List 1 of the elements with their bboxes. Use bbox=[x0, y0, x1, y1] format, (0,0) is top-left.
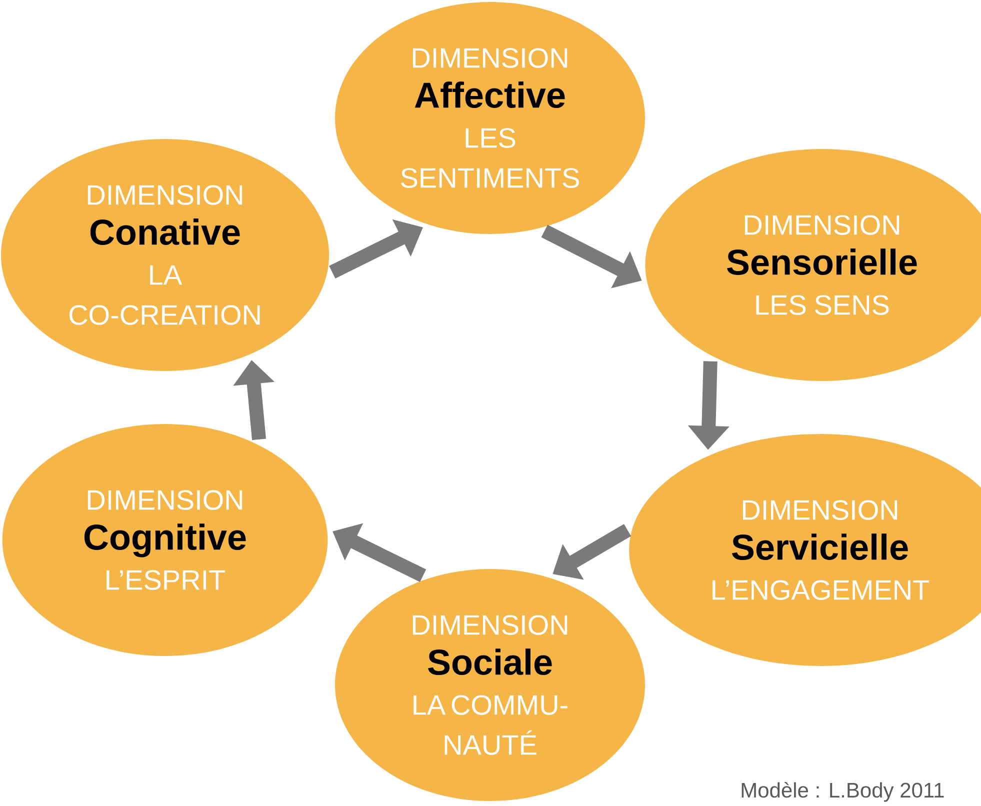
credit-note: Modèle : L.Body 2011 bbox=[742, 782, 944, 802]
